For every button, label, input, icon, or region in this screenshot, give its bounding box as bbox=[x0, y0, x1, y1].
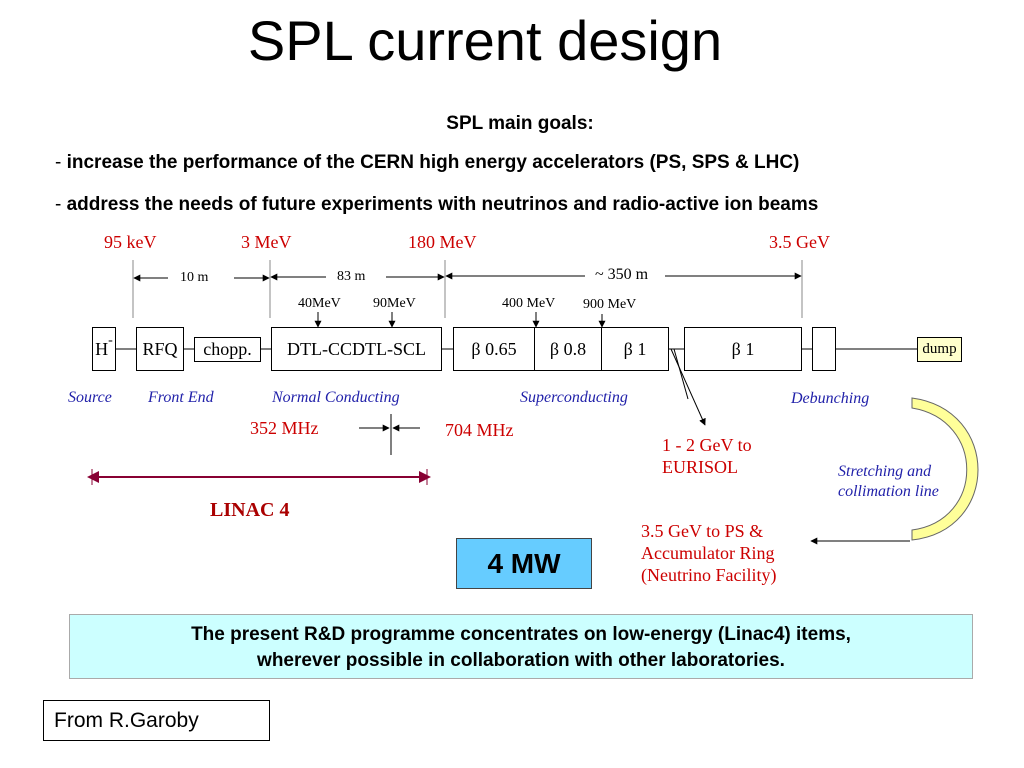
stretching-arc bbox=[911, 397, 979, 541]
goal-dash: - bbox=[55, 152, 67, 173]
section-label-source: Source bbox=[68, 389, 112, 406]
energy-label-3-5gev: 3.5 GeV bbox=[769, 232, 830, 252]
ps-line-2: Accumulator Ring bbox=[641, 543, 775, 563]
stretching-line-2: collimation line bbox=[838, 483, 939, 500]
distance-label-350m: ~ 350 m bbox=[595, 266, 649, 283]
eurisol-line-2: EURISOL bbox=[662, 457, 738, 477]
note-line-1: The present R&D programme concentrates o… bbox=[191, 624, 851, 645]
ps-line-1: 3.5 GeV to PS & bbox=[641, 521, 764, 541]
credit-box: From R.Garoby bbox=[43, 700, 270, 741]
tap-label-900mev: 900 MeV bbox=[583, 297, 637, 312]
beta-1-cell: β 1 bbox=[623, 338, 647, 359]
source-label: H bbox=[95, 338, 109, 359]
power-badge: 4 MW bbox=[456, 538, 592, 589]
superconducting-block: β 0.65 β 0.8 β 1 bbox=[453, 327, 669, 371]
source-superscript: - bbox=[108, 333, 113, 348]
goal-item-2: - address the needs of future experiment… bbox=[55, 194, 818, 216]
section-label-superconducting: Superconducting bbox=[520, 389, 628, 406]
tap-label-40mev: 40MeV bbox=[298, 296, 341, 311]
energy-label-95kev: 95 keV bbox=[104, 232, 157, 252]
goals-heading: SPL main goals: bbox=[446, 113, 594, 134]
page-title: SPL current design bbox=[247, 9, 723, 72]
tap-label-400mev: 400 MeV bbox=[502, 296, 556, 311]
energy-label-180mev: 180 MeV bbox=[408, 232, 477, 252]
eurisol-label: 1 - 2 GeV to EURISOL bbox=[662, 434, 752, 478]
ps-line-3: (Neutrino Facility) bbox=[641, 565, 777, 585]
goal-text: address the needs of future experiments … bbox=[66, 194, 819, 215]
stretching-label: Stretching and collimation line bbox=[838, 462, 939, 502]
chopper-block: chopp. bbox=[194, 337, 261, 362]
end-block bbox=[812, 327, 836, 371]
beta-065-cell: β 0.65 bbox=[454, 328, 535, 370]
tap-label-90mev: 90MeV bbox=[373, 296, 416, 311]
linac4-label: LINAC 4 bbox=[210, 499, 290, 521]
debuncher-block: β 1 bbox=[684, 327, 802, 371]
programme-note: The present R&D programme concentrates o… bbox=[69, 614, 973, 679]
frequency-label-352: 352 MHz bbox=[250, 418, 319, 438]
source-block: H- bbox=[92, 327, 116, 371]
eurisol-arrow bbox=[670, 348, 706, 426]
energy-label-3mev: 3 MeV bbox=[241, 232, 292, 252]
dump-block: dump bbox=[917, 337, 962, 362]
rfq-block: RFQ bbox=[136, 327, 184, 371]
goal-dash: - bbox=[55, 194, 67, 215]
distance-label-10m: 10 m bbox=[180, 270, 209, 285]
section-label-normal-conducting: Normal Conducting bbox=[272, 389, 400, 406]
section-label-front-end: Front End bbox=[148, 389, 214, 406]
ps-destination-label: 3.5 GeV to PS & Accumulator Ring (Neutri… bbox=[641, 520, 776, 586]
distance-label-83m: 83 m bbox=[337, 269, 366, 284]
goal-text: increase the performance of the CERN hig… bbox=[66, 152, 800, 173]
note-line-2: wherever possible in collaboration with … bbox=[257, 650, 785, 671]
frequency-label-704: 704 MHz bbox=[445, 420, 514, 440]
beta-08-cell: β 0.8 bbox=[535, 328, 602, 370]
section-label-debunching: Debunching bbox=[791, 390, 870, 407]
dtl-block: DTL-CCDTL-SCL bbox=[271, 327, 442, 371]
eurisol-line-1: 1 - 2 GeV to bbox=[662, 435, 752, 455]
stretching-line-1: Stretching and bbox=[838, 463, 932, 480]
goal-item-1: - increase the performance of the CERN h… bbox=[55, 152, 799, 174]
extraction-line bbox=[673, 348, 689, 400]
